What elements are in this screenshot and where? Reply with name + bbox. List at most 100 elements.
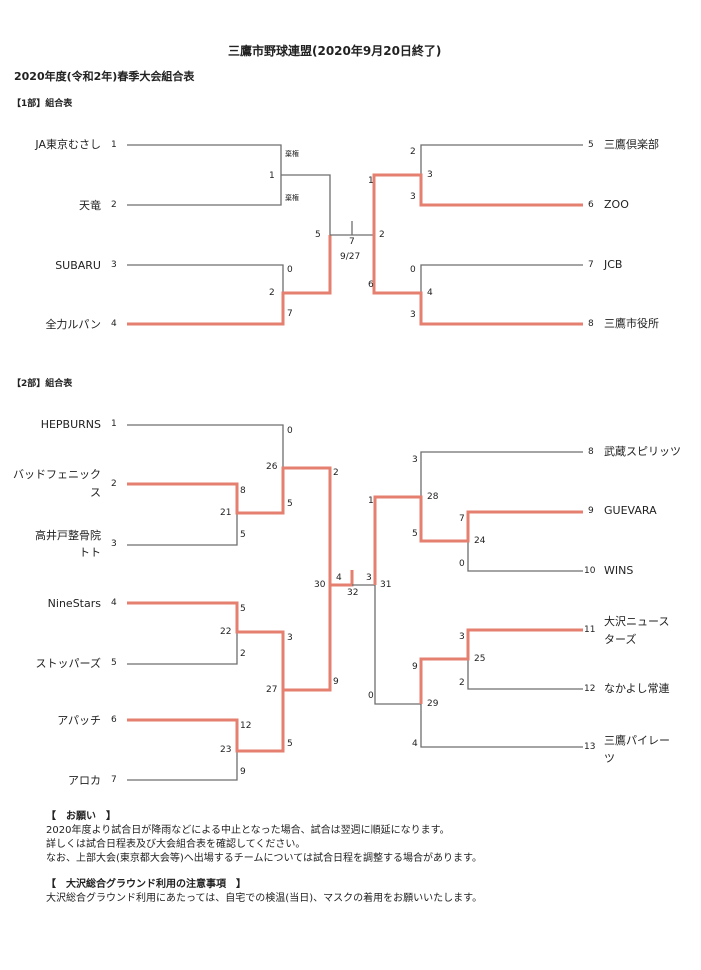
bracket-line [127, 513, 238, 546]
winner-line [372, 235, 583, 326]
final-date: 9/27 [340, 252, 361, 262]
team-seed: 9 [588, 506, 594, 516]
team-seed: 1 [111, 419, 117, 429]
request-line: 2020年度より試合日が降雨などによる中止となった場合、試合は翌週に順延になりま… [46, 825, 450, 836]
winner-line [127, 466, 332, 585]
match-score: 5 [240, 604, 246, 614]
team-seed: 8 [588, 447, 594, 457]
team-name: ストッパーズ [35, 657, 101, 670]
match-score: 5 [287, 499, 293, 509]
match-score: 5 [240, 530, 246, 540]
match-score: 5 [315, 230, 321, 240]
team-name: 天竜 [79, 199, 101, 212]
team-seed: 3 [111, 539, 117, 549]
bracket-line [127, 424, 284, 468]
request-line: なお、上部大会(東京都大会等)へ出場するチームについては試合日程を調整する場合が… [46, 853, 483, 864]
match-score: 0 [459, 559, 465, 569]
final-match-number: 32 [347, 588, 359, 598]
team-seed: 7 [111, 775, 117, 785]
match-number: 2 [269, 288, 275, 298]
page-title: 三鷹市野球連盟(2020年9月20日終了) [228, 44, 442, 58]
team-seed: 3 [111, 260, 117, 270]
team-name-line2: ターズ [604, 633, 637, 646]
team-seed: 5 [111, 658, 117, 668]
match-score: 2 [410, 147, 416, 157]
page-subtitle: 2020年度(令和2年)春季大会組合表 [14, 70, 195, 83]
match-score: 2 [459, 678, 465, 688]
match-number: 31 [380, 580, 392, 590]
team-name: 三鷹倶楽部 [604, 138, 659, 151]
match-number: 1 [269, 171, 275, 181]
team-seed: 4 [111, 319, 117, 329]
team-seed: 10 [584, 566, 596, 576]
team-name: GUEVARA [604, 504, 657, 517]
match-number: 24 [474, 536, 486, 546]
match-number: 23 [220, 745, 232, 755]
winner-line [419, 628, 583, 704]
match-score: 3 [410, 192, 416, 202]
bracket-line [127, 751, 238, 781]
team-seed: 8 [588, 319, 594, 329]
team-name-line2: ス [90, 486, 101, 499]
winner-line [127, 585, 332, 692]
match-score: 0 [410, 265, 416, 275]
team-seed: 6 [588, 200, 594, 210]
match-score: 3 [410, 310, 416, 320]
team-name: JCB [604, 258, 623, 271]
bracket-line [420, 264, 583, 293]
team-seed: 13 [584, 742, 596, 752]
match-number: 28 [427, 492, 439, 502]
bracket-line [374, 585, 421, 705]
team-name: WINS [604, 564, 634, 577]
division1-header: 【1部】組合表 [12, 99, 73, 109]
match-score: 9 [240, 767, 246, 777]
match-score: 5 [412, 529, 418, 539]
ground-header: 【 大沢総合グラウンド利用の注意事項 】 [46, 879, 246, 890]
team-name: HEPBURNS [40, 418, 101, 431]
match-score: 7 [287, 309, 293, 319]
match-number: 26 [266, 462, 278, 472]
match-score: 1 [368, 176, 374, 186]
match-number: 4 [427, 288, 433, 298]
ground-line: 大沢総合グラウンド利用にあたっては、自宅での検温(当日)、マスクの着用をお願いい… [46, 893, 483, 904]
forfeit-label: 棄権 [285, 150, 299, 158]
match-score: 4 [412, 739, 418, 749]
team-seed: 12 [584, 684, 596, 694]
team-name: バッドフェニック [13, 468, 101, 481]
match-number: 22 [220, 627, 232, 637]
final-match-number: 7 [349, 237, 355, 247]
team-name: JA東京むさし [35, 138, 101, 151]
match-score: 5 [287, 739, 293, 749]
team-seed: 1 [111, 140, 117, 150]
team-name-line2: ツ [604, 752, 615, 765]
match-score: 9 [333, 677, 339, 687]
division2-header: 【2部】組合表 [12, 379, 73, 389]
match-number: 30 [314, 580, 326, 590]
team-seed: 2 [111, 200, 117, 210]
match-score: 3 [366, 573, 372, 583]
team-seed: 6 [111, 715, 117, 725]
team-name: アパッチ [57, 714, 101, 727]
team-name: アロカ [68, 774, 101, 787]
match-number: 27 [266, 685, 278, 695]
bracket-line [467, 659, 583, 690]
team-name: 全力ルパン [45, 318, 101, 331]
match-score: 2 [379, 230, 385, 240]
match-number: 25 [474, 654, 486, 664]
match-score: 8 [240, 486, 246, 496]
winner-line [127, 235, 332, 326]
match-score: 2 [333, 468, 339, 478]
winner-line [127, 690, 285, 753]
match-score: 3 [459, 632, 465, 642]
match-score: 4 [336, 573, 342, 583]
team-name: 高井戸整骨院 [35, 529, 101, 542]
team-name: 三鷹パイレー [604, 734, 670, 747]
request-line: 詳しくは試合日程表及び大会組合表を確認してください。 [46, 839, 306, 850]
team-name: なかよし常連 [604, 682, 670, 695]
match-number: 3 [427, 170, 433, 180]
team-name: SUBARU [55, 259, 101, 272]
bracket-line [420, 704, 583, 748]
match-number: 21 [220, 508, 232, 518]
bracket-line [127, 264, 284, 293]
